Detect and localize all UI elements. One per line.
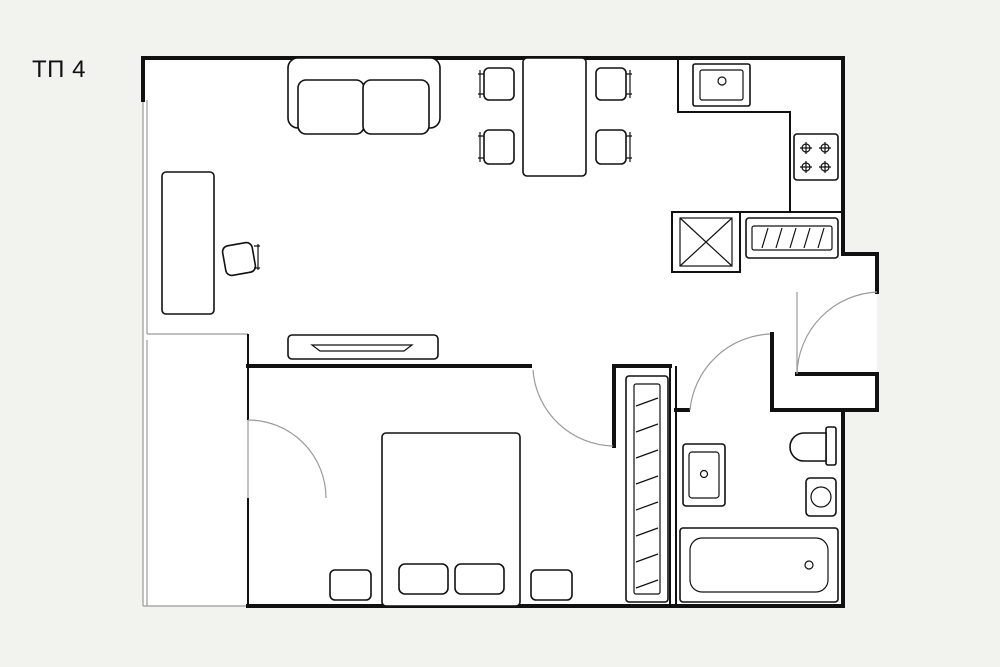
work-desk xyxy=(161,171,215,315)
office-chair xyxy=(221,241,260,277)
nightstand xyxy=(530,569,573,601)
chair xyxy=(595,129,632,165)
bathtub xyxy=(679,527,839,603)
bed xyxy=(381,432,521,607)
dining-set xyxy=(478,57,632,177)
balcony xyxy=(142,100,249,607)
bedroom-wardrobe xyxy=(625,375,669,603)
toilet xyxy=(789,426,837,466)
chair xyxy=(478,129,515,165)
washing-machine xyxy=(805,477,837,517)
bathroom-sink xyxy=(682,443,726,507)
kitchen-counter xyxy=(677,58,839,212)
doors xyxy=(247,291,878,499)
plan-title: ТП 4 xyxy=(32,56,86,83)
sofa xyxy=(287,57,441,135)
hallway-wardrobe xyxy=(745,217,839,259)
chair xyxy=(478,67,515,101)
chair xyxy=(595,67,632,101)
nightstand xyxy=(329,569,372,601)
tv-stand xyxy=(287,334,439,360)
vent-shaft xyxy=(671,211,741,273)
stove-burners xyxy=(800,142,831,173)
